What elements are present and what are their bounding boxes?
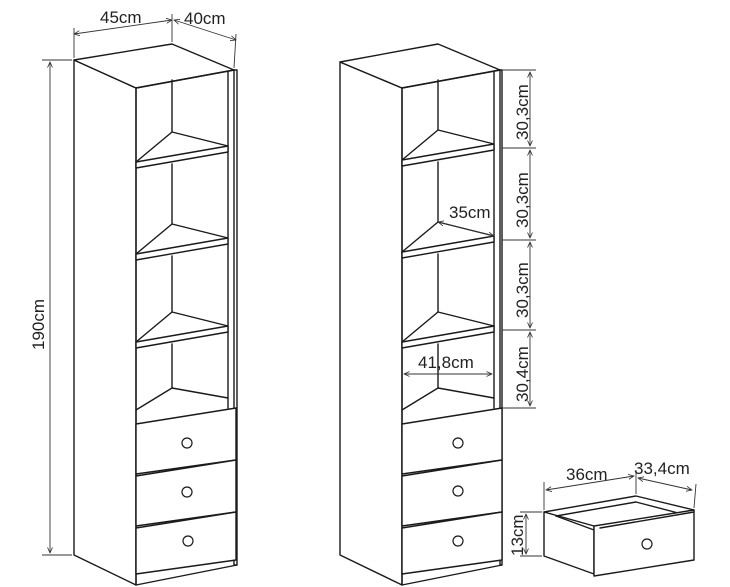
dimension-inner-width: 41,8cm: [404, 353, 492, 374]
bookcase-middle: [339, 43, 503, 586]
dimension-depth: 40cm: [174, 9, 236, 69]
bookcase-left: [73, 43, 238, 586]
dimension-height: 190cm: [29, 59, 72, 556]
height-label: 190cm: [29, 299, 48, 350]
dimension-shelf-depth: 35cm: [438, 203, 494, 236]
drawer-detail: [543, 495, 695, 577]
compartment-2-label: 30,3cm: [513, 172, 532, 228]
compartment-3-label: 30,3cm: [513, 262, 532, 318]
drawer-width-label: 36cm: [566, 465, 608, 484]
shelf-depth-label: 35cm: [449, 203, 491, 222]
drawer-depth-label: 33,4cm: [634, 459, 690, 478]
drawer-dimensions: 36cm 33,4cm 13cm: [508, 459, 697, 557]
width-label: 45cm: [100, 8, 142, 27]
inner-width-label: 41,8cm: [418, 353, 474, 372]
dimension-width: 45cm: [74, 8, 172, 58]
compartment-4-label: 30,4cm: [513, 346, 532, 402]
depth-label: 40cm: [184, 9, 226, 28]
drawer-height-label: 13cm: [508, 514, 527, 556]
compartment-1-label: 30,3cm: [513, 84, 532, 140]
compartment-dimensions: 30,3cm 30,3cm 30,3cm 30,4cm: [502, 69, 536, 409]
